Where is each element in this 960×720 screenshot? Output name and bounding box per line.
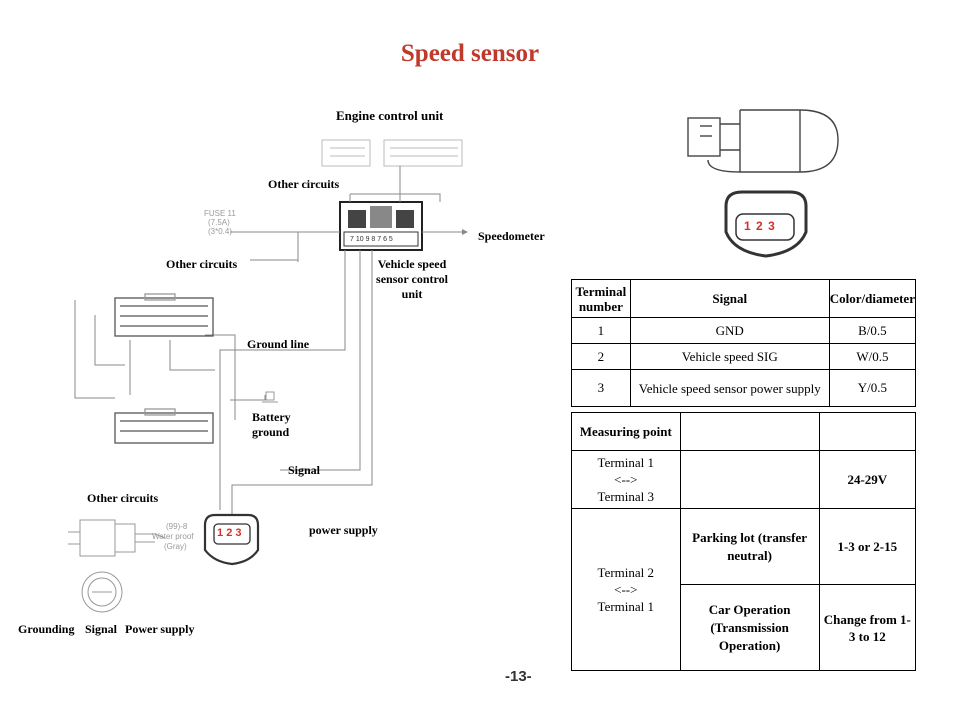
- signal-bottom-label: Signal: [85, 622, 118, 636]
- sensor-end-view: [81, 571, 123, 613]
- control-unit-label: Vehicle speed sensor control unit: [376, 257, 448, 301]
- condition-cell: Parking lot (transfer neutral): [679, 508, 820, 585]
- table-cell: 2: [571, 343, 631, 370]
- ground-icon: [262, 391, 278, 403]
- sensor-connector: [203, 513, 260, 566]
- ecu-connectors: [321, 139, 463, 167]
- pin-2: 2: [756, 219, 763, 233]
- table-cell: [818, 412, 917, 451]
- power-supply-bottom-label: Power supply: [125, 622, 195, 636]
- table-cell: [679, 450, 820, 509]
- fuse-rating: (7.5A): [208, 218, 230, 227]
- battery-ground-label: Battery ground: [252, 410, 291, 439]
- other-circuits-top-label: Other circuits: [268, 177, 340, 191]
- table-header-row: Measuring point: [571, 412, 917, 451]
- table-row: 2 Vehicle speed SIG W/0.5: [571, 343, 917, 370]
- table-header: Signal: [629, 279, 830, 318]
- condition-cell: Car Operation (Transmission Operation): [679, 584, 820, 671]
- table-header-row: Terminal number Signal Color/diameter: [571, 279, 917, 318]
- middle-connector: [114, 408, 214, 444]
- other-circuits-left-label: Other circuits: [166, 257, 238, 271]
- terminal-table: Terminal number Signal Color/diameter 1 …: [571, 279, 917, 407]
- table-cell: W/0.5: [828, 343, 917, 370]
- table-row: Terminal 2 <--> Terminal 1 Parking lot (…: [571, 508, 917, 671]
- signal-label: Signal: [288, 463, 321, 477]
- table-header: Color/diameter: [828, 279, 917, 318]
- value-cell: Change from 1-3 to 12: [818, 584, 917, 671]
- grounding-label: Grounding: [18, 622, 75, 636]
- point-line1: Terminal 2: [597, 565, 655, 580]
- sensor-illustration: [687, 109, 839, 173]
- power-supply-label: power supply: [309, 523, 378, 537]
- measurement-table: Measuring point Terminal 1 <--> Terminal…: [571, 412, 917, 671]
- table-cell: Y/0.5: [828, 369, 917, 407]
- point-arrow: <-->: [614, 582, 638, 597]
- point-line2: Terminal 1: [597, 599, 655, 614]
- pin-numbers-bottom: 1 2 3: [217, 527, 242, 539]
- ecu-label: Engine control unit: [336, 108, 444, 123]
- pin-1: 1: [217, 527, 224, 539]
- arrow-icon: [462, 229, 468, 235]
- table-cell: [679, 412, 820, 451]
- measuring-point-cell: Terminal 2 <--> Terminal 1: [571, 508, 681, 671]
- table-row: 1 GND B/0.5: [571, 317, 917, 344]
- table-cell: GND: [629, 317, 830, 344]
- pin-3: 3: [768, 219, 775, 233]
- table-cell: Vehicle speed SIG: [629, 343, 830, 370]
- value-cell: 24-29V: [818, 450, 917, 509]
- measuring-point-header: Measuring point: [571, 412, 681, 451]
- upper-connector: [114, 293, 214, 337]
- pin-3: 3: [235, 527, 242, 539]
- table-row: Car Operation (Transmission Operation) C…: [572, 584, 917, 671]
- unit-pins-label: 7 10 9 8 7 6 5: [350, 236, 393, 243]
- sensor-side-view: [68, 519, 166, 557]
- fuse-wire: (3*0.4): [208, 227, 233, 236]
- page-number: -13-: [505, 668, 532, 685]
- table-cell: 3: [571, 369, 631, 407]
- pin-2: 2: [226, 527, 233, 539]
- ground-line-label: Ground line: [247, 337, 310, 351]
- wires: [74, 166, 462, 515]
- other-circuits-bottom-label: Other circuits: [87, 491, 159, 505]
- waterproof-label: Water proof: [152, 532, 194, 541]
- value-cell: 1-3 or 2-15: [818, 508, 917, 585]
- gray-label: (Gray): [164, 542, 187, 551]
- table-row: 3 Vehicle speed sensor power supply Y/0.…: [571, 369, 917, 407]
- speedometer-label: Speedometer: [478, 229, 545, 243]
- table-cell: 1: [571, 317, 631, 344]
- pin-numbers-top: 1 2 3: [744, 219, 775, 233]
- pin-1: 1: [744, 219, 751, 233]
- point-line2: Terminal 3: [597, 489, 655, 504]
- page-title: Speed sensor: [400, 40, 540, 67]
- point-line1: Terminal 1: [597, 455, 655, 470]
- point-arrow: <-->: [614, 472, 638, 487]
- table-cell: B/0.5: [828, 317, 917, 344]
- measuring-point-cell: Terminal 1 <--> Terminal 3: [571, 450, 681, 509]
- sensor-connector-view: [724, 190, 808, 258]
- connector-code: (99)-8: [166, 522, 188, 531]
- table-header: Terminal number: [571, 279, 631, 318]
- control-unit-box: [339, 201, 423, 251]
- fuse-label: FUSE 11: [204, 209, 236, 218]
- table-cell: Vehicle speed sensor power supply: [629, 369, 830, 407]
- table-row: Terminal 1 <--> Terminal 3 24-29V: [571, 450, 917, 509]
